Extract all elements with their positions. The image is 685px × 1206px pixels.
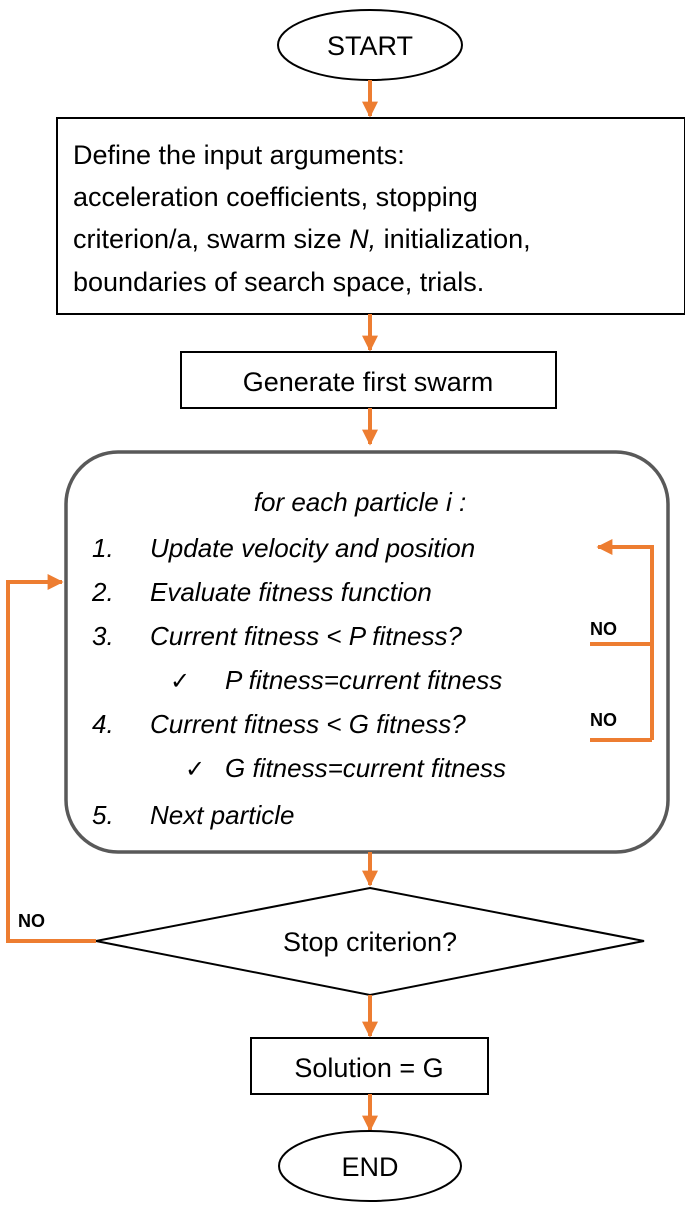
- generate-swarm-box: Generate first swarm: [180, 351, 557, 409]
- step-4-num: 4.: [92, 709, 114, 739]
- define-line-3-head: criterion/a, swarm size: [73, 224, 349, 254]
- step-1-num: 1.: [92, 533, 114, 563]
- no-label-stop: NO: [18, 911, 45, 931]
- decision-label: Stop criterion?: [283, 927, 457, 957]
- sub-3-text: P fitness=current fitness: [225, 665, 502, 695]
- step-2-text: Evaluate fitness function: [150, 577, 432, 607]
- no-label-p: NO: [590, 619, 617, 639]
- define-line-4: boundaries of search space, trials.: [73, 267, 484, 297]
- step-4-text: Current fitness < G fitness?: [150, 709, 466, 739]
- end-label: END: [341, 1152, 398, 1182]
- define-line-3: criterion/a, swarm size N, initializatio…: [73, 224, 531, 254]
- define-inputs-box: Define the input arguments: acceleration…: [56, 117, 685, 315]
- arrow-feedback-to-update: [596, 539, 654, 740]
- swarm-size-var: N,: [349, 224, 376, 254]
- sub-4-text: G fitness=current fitness: [225, 753, 506, 783]
- start-node: START: [277, 9, 463, 81]
- no-label-g: NO: [590, 710, 617, 730]
- sub-3-check: ✓: [170, 668, 190, 695]
- solution-label: Solution = G: [294, 1053, 443, 1083]
- start-label: START: [327, 31, 413, 61]
- step-5-num: 5.: [92, 800, 114, 830]
- step-2-num: 2.: [91, 577, 114, 607]
- define-line-1: Define the input arguments:: [73, 140, 405, 170]
- generate-label: Generate first swarm: [243, 367, 494, 397]
- step-5-text: Next particle: [150, 800, 295, 830]
- particle-loop-box: for each particle i : 1. Update velocity…: [64, 450, 670, 854]
- define-line-3-tail: initialization,: [376, 224, 531, 254]
- arrow-no-stop-to-loop: [6, 574, 96, 943]
- stop-criterion-decision: Stop criterion?: [95, 886, 645, 997]
- end-node: END: [278, 1130, 462, 1202]
- step-3-text: Current fitness < P fitness?: [150, 621, 462, 651]
- step-3-num: 3.: [92, 621, 114, 651]
- loop-header: for each particle i :: [254, 487, 466, 517]
- sub-4-check: ✓: [185, 756, 205, 783]
- solution-box: Solution = G: [250, 1037, 489, 1095]
- define-line-2: acceleration coefficients, stopping: [73, 182, 478, 212]
- step-1-text: Update velocity and position: [150, 533, 475, 563]
